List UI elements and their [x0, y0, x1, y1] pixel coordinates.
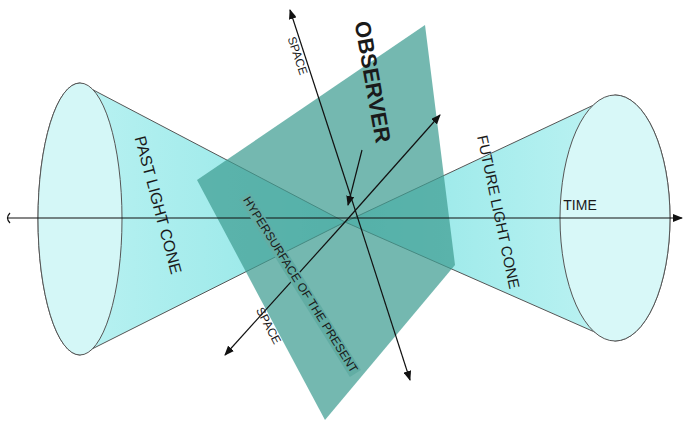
time-axis [8, 217, 682, 218]
past-cone-base [38, 83, 122, 355]
observer-pointer [348, 150, 362, 205]
hypersurface-plane [197, 25, 455, 420]
axis-label: SPACE [284, 33, 310, 79]
space-axis [350, 194, 410, 380]
axis-tail [8, 213, 11, 223]
space-axis [290, 10, 350, 194]
axis-label: TIME [561, 198, 598, 213]
